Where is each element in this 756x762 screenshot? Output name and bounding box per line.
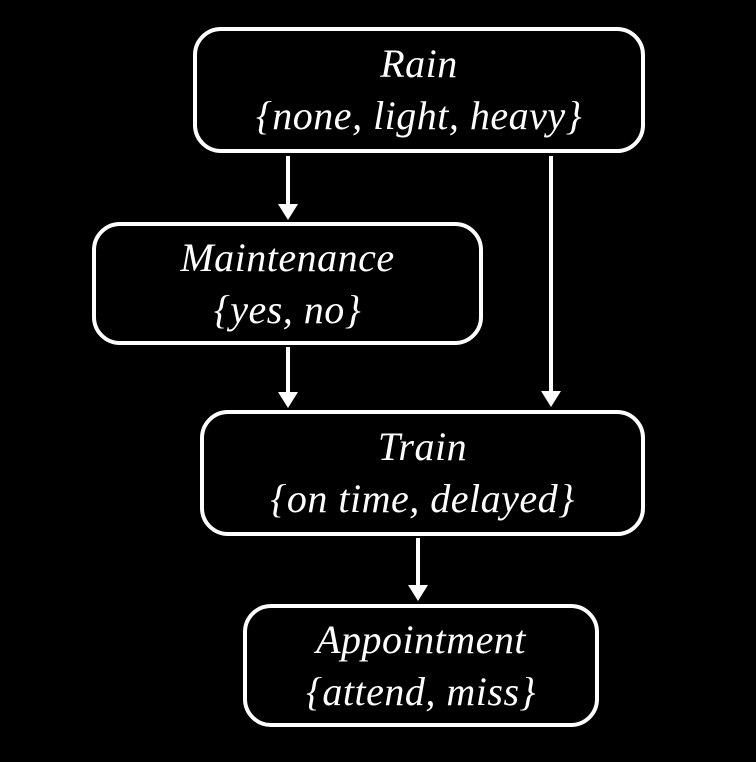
node-appointment-label: Appointment	[316, 616, 526, 662]
edge-rain-to-train-arrowhead-icon	[541, 391, 561, 407]
node-maintenance: Maintenance {yes, no}	[92, 222, 483, 345]
node-rain-label: Rain	[380, 41, 458, 86]
edge-maintenance-to-train	[278, 347, 298, 408]
node-appointment: Appointment {attend, miss}	[243, 604, 599, 727]
edge-train-to-appointment-arrowhead-icon	[408, 585, 428, 601]
node-rain-values: {none, light, heavy}	[255, 93, 583, 138]
edge-maintenance-to-train-arrowhead-icon	[278, 392, 298, 408]
node-train-values: {on time, delayed}	[270, 476, 575, 521]
edge-rain-to-maintenance	[278, 156, 298, 220]
edge-rain-to-maintenance-arrowhead-icon	[278, 204, 298, 220]
node-rain: Rain {none, light, heavy}	[193, 27, 645, 153]
node-maintenance-values: {yes, no}	[213, 286, 362, 332]
edge-train-to-appointment	[408, 538, 428, 601]
node-maintenance-label: Maintenance	[180, 234, 395, 280]
edge-rain-to-train	[541, 156, 561, 407]
node-train-label: Train	[377, 424, 468, 469]
node-train: Train {on time, delayed}	[200, 410, 645, 536]
node-appointment-values: {attend, miss}	[305, 668, 537, 714]
